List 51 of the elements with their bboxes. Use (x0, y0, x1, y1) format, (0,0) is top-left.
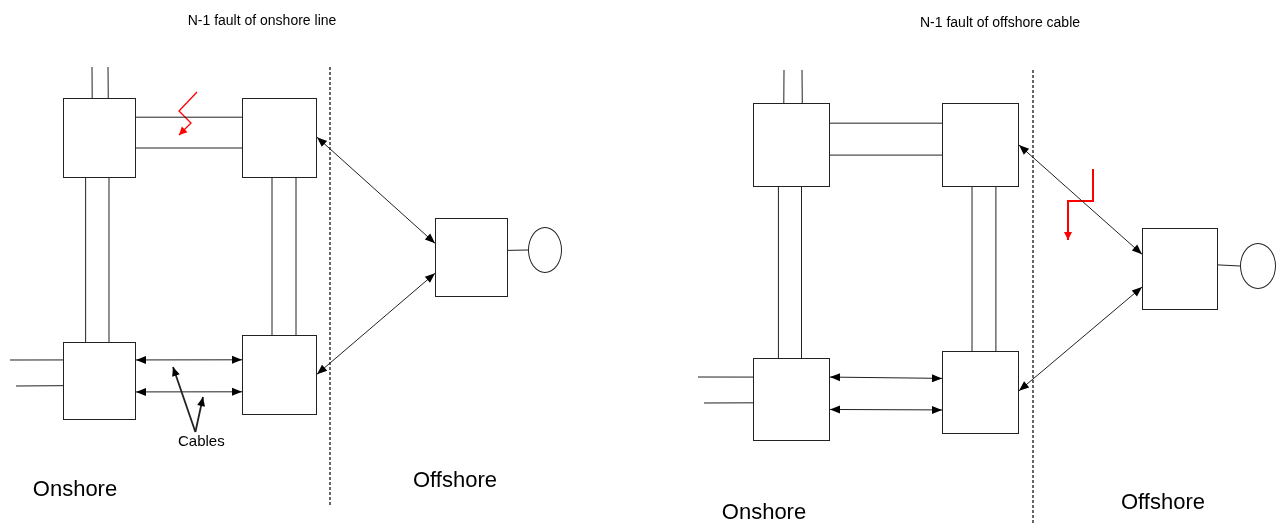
circle-symbol (528, 227, 562, 273)
leader-line (172, 366, 197, 433)
feeder-line (91, 66, 93, 99)
cable-line (829, 154, 943, 156)
region-label: Offshore (1121, 489, 1205, 515)
feeder-line (15, 385, 64, 387)
feeder-line (783, 69, 785, 104)
region-label: Offshore (413, 467, 497, 493)
arrow (829, 405, 943, 414)
cable-line (829, 122, 943, 124)
callout-text: Cables (178, 432, 225, 449)
arrow (1018, 144, 1143, 255)
cable-line (777, 186, 779, 359)
region-label: Onshore (32, 476, 118, 502)
node-box (435, 218, 508, 297)
node-box (242, 98, 317, 178)
node-box (942, 351, 1019, 434)
feeder-line (107, 66, 109, 99)
node-box (63, 342, 136, 420)
cable-line (108, 177, 110, 343)
cable-line (295, 177, 297, 336)
feeder-line (9, 359, 64, 361)
node-box (1142, 228, 1218, 310)
feeder-line (801, 69, 803, 104)
cable-line (971, 186, 973, 352)
arrow (829, 373, 943, 383)
arrow (135, 355, 243, 364)
cable-line (507, 249, 529, 251)
arrow (316, 272, 436, 375)
feeder-line (703, 402, 754, 404)
cable-line (135, 147, 243, 149)
cable-line (135, 116, 243, 118)
node-box (242, 335, 317, 415)
node-box (753, 103, 830, 187)
circle-symbol (1240, 243, 1276, 289)
node-box (63, 98, 136, 178)
leader-line (194, 396, 205, 433)
region-label: Onshore (721, 499, 807, 524)
node-box (753, 358, 830, 441)
cable-line (85, 177, 87, 343)
arrow (316, 136, 436, 244)
arrow (1018, 286, 1143, 392)
panel-title: N-1 fault of offshore cable (919, 14, 1081, 30)
cable-line (271, 177, 273, 336)
cable-line (1217, 264, 1241, 267)
cable-line (801, 186, 802, 359)
arrow (135, 387, 243, 396)
node-box (942, 103, 1019, 187)
panel-title: N-1 fault of onshore line (187, 12, 337, 28)
feeder-line (697, 376, 754, 378)
cable-line (995, 186, 997, 352)
